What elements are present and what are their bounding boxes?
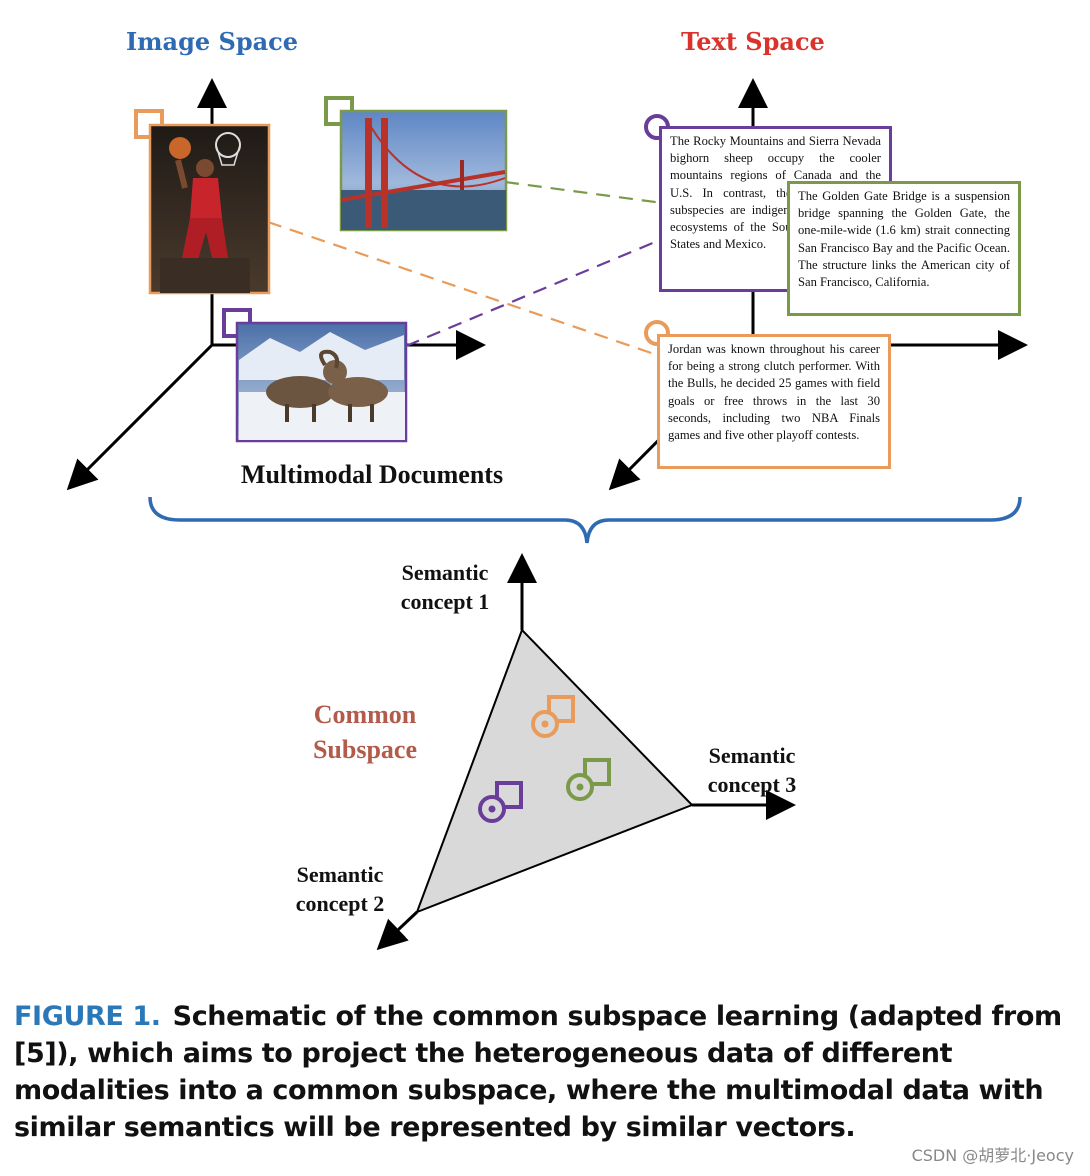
subspace-triangle bbox=[415, 628, 694, 914]
text-document-jordan: Jordan was known throughout his career f… bbox=[657, 334, 891, 469]
figure-caption-text: Schematic of the common subspace learnin… bbox=[14, 1001, 1062, 1143]
multimodal-documents-label: Multimodal Documents bbox=[241, 460, 503, 489]
diagram-canvas: Image Space Text Space bbox=[66, 27, 1028, 951]
image-space-title: Image Space bbox=[126, 27, 298, 56]
figure-caption: FIGURE 1.Schematic of the common subspac… bbox=[14, 998, 1074, 1146]
image-bighorn-sheep bbox=[222, 308, 408, 443]
semantic-concept-1-line1: Semantic bbox=[402, 560, 489, 585]
common-subspace-line2: Subspace bbox=[313, 735, 417, 764]
common-subspace-line1: Common bbox=[314, 700, 417, 729]
subspace-axes bbox=[376, 553, 796, 951]
semantic-concept-1-line2: concept 1 bbox=[401, 589, 490, 614]
semantic-concept-3-line1: Semantic bbox=[709, 743, 796, 768]
figure-caption-label: FIGURE 1. bbox=[14, 1001, 161, 1032]
semantic-concept-3-line2: concept 3 bbox=[708, 772, 797, 797]
purple-pair-marker bbox=[478, 781, 523, 823]
text-space-title: Text Space bbox=[681, 27, 825, 56]
orange-pair-marker bbox=[531, 695, 575, 738]
curly-brace bbox=[148, 496, 1022, 544]
green-pair-marker bbox=[566, 758, 611, 801]
image-golden-gate-bridge bbox=[324, 96, 508, 232]
semantic-concept-2-line2: concept 2 bbox=[296, 891, 385, 916]
semantic-concept-2-line1: Semantic bbox=[297, 862, 384, 887]
image-basketball-player bbox=[134, 109, 271, 295]
watermark: CSDN @胡萝北·Jeocy bbox=[911, 1146, 1074, 1165]
text-document-golden-gate: The Golden Gate Bridge is a suspension b… bbox=[787, 181, 1021, 316]
